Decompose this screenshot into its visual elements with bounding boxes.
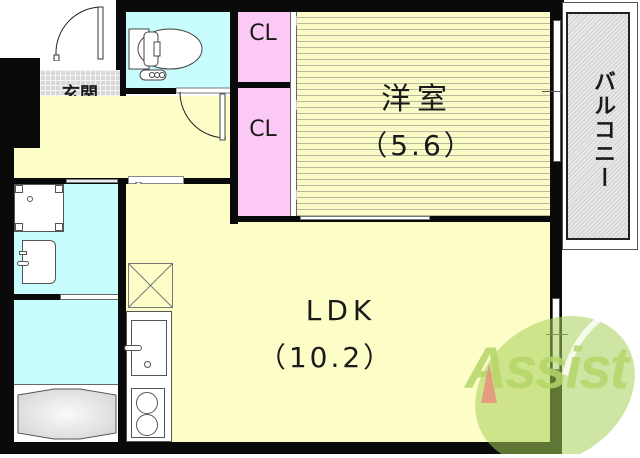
door-swing-icon [53, 6, 104, 62]
bathroom [14, 300, 120, 442]
kitchen-counter [124, 311, 172, 442]
toilet-room [126, 12, 234, 90]
wall-wet-ldk [118, 180, 126, 442]
closet-upper-label: CL [249, 21, 277, 46]
wall-left-outer [0, 58, 14, 454]
assist-logo-icon [475, 312, 635, 458]
closet-lower: CL [238, 88, 290, 216]
kitchen-sink [124, 320, 167, 376]
balcony: バルコニー [566, 12, 630, 240]
assist-logo-accent [481, 363, 497, 403]
balcony-window-mark [542, 91, 566, 92]
stove [131, 388, 165, 438]
hallway-floor-lower [14, 148, 236, 180]
wall-entry-right [116, 0, 126, 98]
wall-closet-divider [236, 82, 292, 88]
door-swing-icon [175, 87, 233, 141]
closet-doors [290, 12, 297, 216]
western-sliding-door [300, 216, 430, 220]
wall-left-upper [0, 58, 40, 148]
wall-bottom [0, 442, 560, 454]
wash-basin [17, 240, 56, 284]
western-room-label: 洋室 [381, 82, 453, 117]
western-room: 洋室 （5.6） [297, 12, 550, 216]
wall-wash-bath [14, 294, 62, 300]
cross-icon [128, 263, 173, 308]
washing-machine-pan [14, 184, 64, 232]
wall-closet-left [230, 10, 238, 224]
western-room-size: （5.6） [359, 129, 475, 162]
bathtub-icon [17, 388, 117, 440]
assist-watermark: Assist [455, 295, 640, 458]
toilet-door [175, 86, 233, 146]
balcony-label: バルコニー [590, 70, 615, 190]
wash-sliding-door [66, 179, 118, 183]
wall-toilet-bottom [120, 88, 176, 94]
ldk-label: LDK [305, 294, 377, 327]
refrigerator-space [128, 263, 173, 308]
washroom [14, 184, 120, 296]
ldk-size: （10.2） [257, 341, 395, 374]
entrance-door [52, 5, 110, 62]
wall-top [116, 0, 564, 12]
bathtub [14, 384, 120, 442]
wash-door-opening [128, 176, 184, 184]
toilet-icon [128, 28, 203, 81]
closet-lower-label: CL [249, 117, 277, 142]
closet-upper: CL [238, 12, 290, 82]
